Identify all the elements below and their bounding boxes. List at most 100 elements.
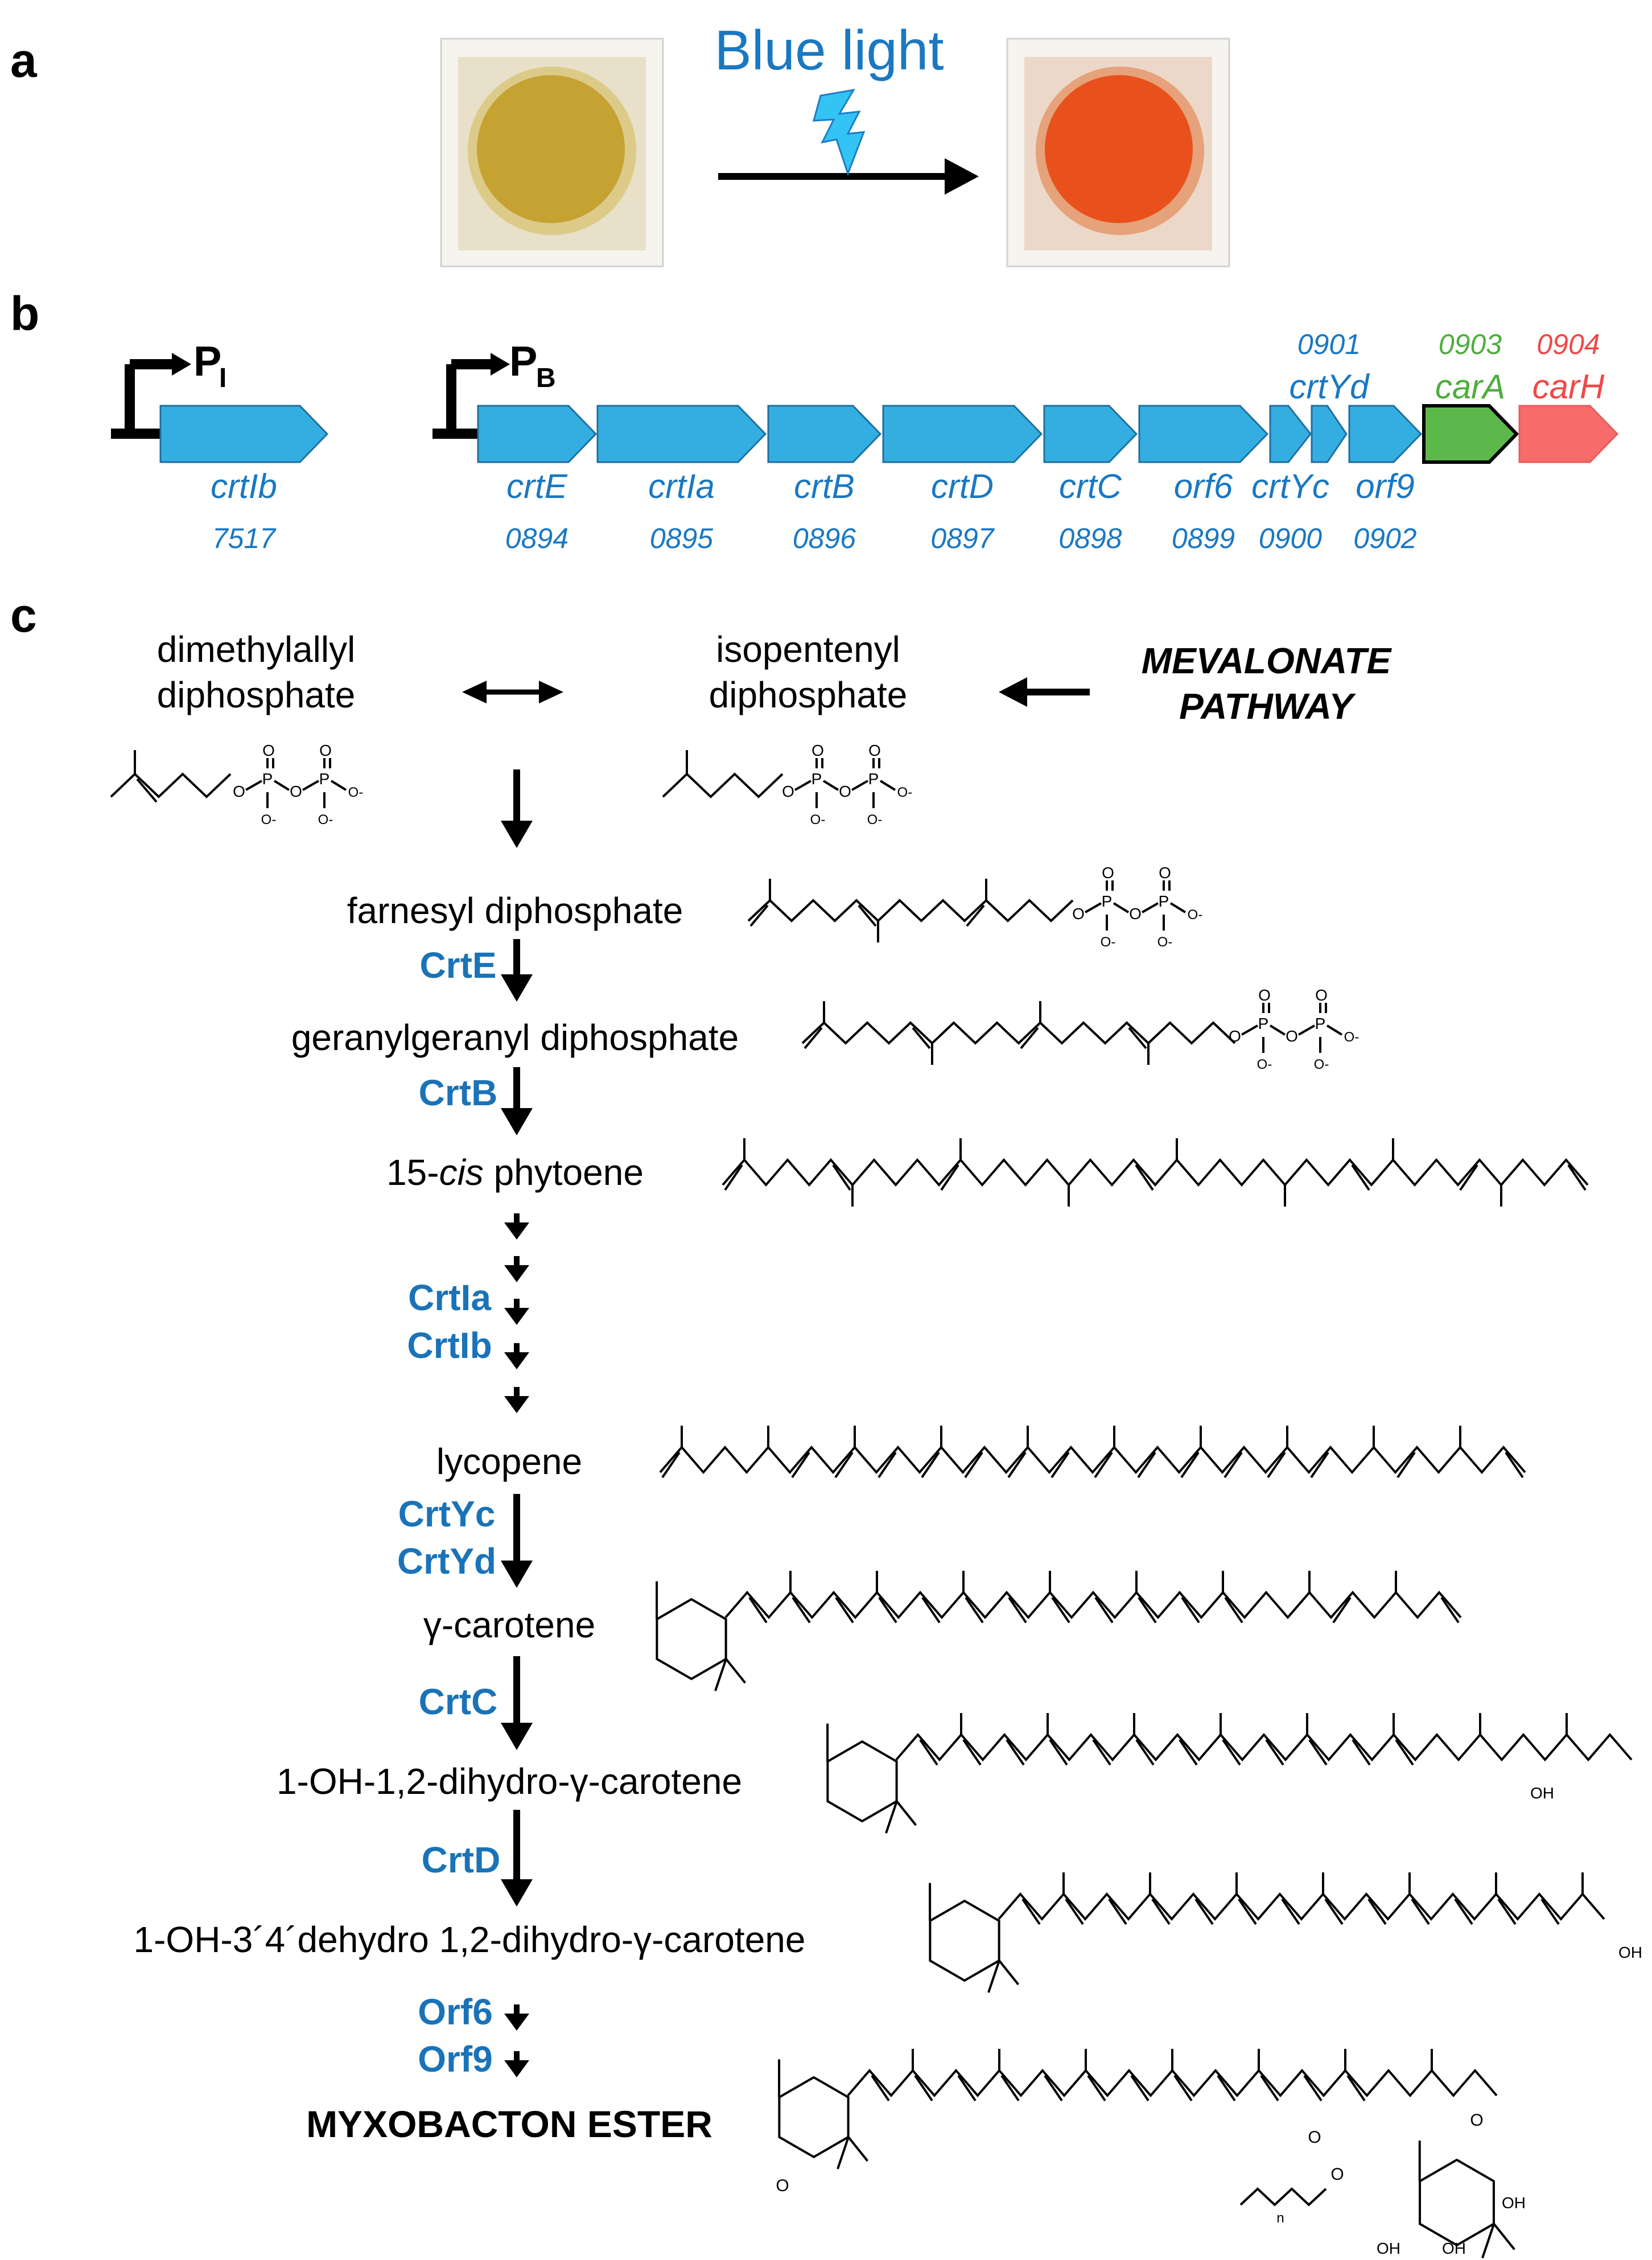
double-bond	[919, 1739, 938, 1766]
lightning-bolt-icon	[813, 88, 866, 176]
ipp-name-line1: isopentenyl	[716, 629, 900, 670]
blue-light-arrow	[718, 158, 979, 195]
isomerase-double-arrow	[462, 681, 563, 703]
lycopene-chain	[659, 1445, 1526, 1475]
double-bond	[878, 1451, 897, 1479]
double-bond	[832, 1164, 851, 1191]
double-bond	[136, 778, 158, 803]
svg-text:P: P	[1258, 1015, 1269, 1032]
dehydro-carotene-oh: OH	[1618, 1944, 1642, 1961]
svg-text:O-: O-	[1101, 935, 1116, 950]
double-bond	[957, 2074, 977, 2102]
svg-text:O: O	[262, 742, 275, 759]
arrow-desaturase-4	[504, 1343, 529, 1369]
compound-name-phytoene: 15-cis phytoene	[386, 1152, 644, 1193]
svg-text:P: P	[1315, 1015, 1326, 1032]
panel-c-label: c	[10, 588, 37, 642]
dmapp-name-line1: dimethylallyl	[157, 629, 356, 670]
gene-arrow-crtia	[596, 405, 767, 463]
gene-arrow-crtyc	[1269, 405, 1312, 463]
gene-arrow-crtb	[767, 405, 882, 463]
ipp-name-line2: diphosphate	[709, 674, 908, 715]
double-bond	[1128, 1027, 1147, 1049]
hydroxy-carotene-oh: OH	[1530, 1784, 1554, 1802]
double-bond	[1238, 1898, 1257, 1925]
svg-text:O: O	[290, 783, 302, 800]
svg-text:O-: O-	[1344, 1030, 1359, 1045]
panel-a-label: a	[10, 34, 38, 87]
compound-name-gamma-carotene: γ-carotene	[423, 1604, 595, 1645]
fatty-acid-n: n	[1276, 2210, 1284, 2226]
svg-text:O: O	[1129, 905, 1142, 923]
double-bond	[834, 1451, 854, 1479]
double-bond	[858, 904, 877, 927]
svg-text:O: O	[1258, 986, 1271, 1004]
double-bond	[791, 1451, 810, 1479]
svg-text:O-: O-	[1188, 907, 1203, 923]
double-bond	[1540, 1898, 1560, 1925]
mevalonate-label-line1: MEVALONATE	[1142, 640, 1393, 681]
svg-text:P: P	[868, 770, 879, 788]
arrow-orf9	[504, 2051, 529, 2077]
svg-text:O: O	[1315, 986, 1328, 1004]
gene-name-crtd: crtD	[931, 467, 994, 505]
double-bond	[1173, 2074, 1193, 2102]
dmapp-chain	[110, 772, 232, 798]
double-bond	[1310, 1451, 1329, 1479]
double-bond	[1217, 2074, 1236, 2102]
promoter-pi-subscript: I	[219, 363, 226, 393]
hydroxy-carotene-chain	[895, 1732, 1633, 1762]
double-bond	[966, 904, 985, 927]
gene-name-orf6: orf6	[1174, 467, 1233, 505]
gene-arrow-crtd	[882, 405, 1043, 463]
double-bond	[1008, 1596, 1027, 1624]
double-bond	[965, 1596, 984, 1624]
double-bond	[1303, 2074, 1323, 2102]
gene-name-crtib: crtIb	[211, 467, 277, 505]
ester-oxygen-1: O	[1330, 2165, 1344, 2184]
double-bond	[1396, 1451, 1416, 1479]
svg-text:O: O	[319, 742, 332, 759]
glucose-ring	[1419, 2158, 1495, 2247]
double-bond	[1087, 2074, 1106, 2102]
double-bond	[749, 904, 769, 927]
colony-light-photo	[1006, 38, 1230, 267]
arrow-crtc	[501, 1656, 533, 1750]
svg-text:P: P	[319, 770, 330, 788]
double-bond	[1411, 1898, 1430, 1925]
gene-arrow-cara	[1422, 404, 1519, 464]
enzyme-label-crtib: CrtIb	[407, 1325, 492, 1366]
double-bond	[1454, 1898, 1473, 1925]
svg-text:O: O	[1102, 864, 1114, 882]
double-bond	[914, 2074, 933, 2102]
double-bond	[1065, 1898, 1084, 1925]
arrow-crtb	[501, 1067, 533, 1135]
gene-arrow-orf9	[1348, 405, 1423, 463]
double-bond	[1267, 1451, 1286, 1479]
arrow-orf6	[504, 2004, 529, 2031]
double-bond	[1051, 1596, 1070, 1624]
gene-name-crtb: crtB	[794, 467, 855, 505]
myxobacton-glycoside-oxygen: O	[1470, 2111, 1483, 2130]
enzyme-label-crtia: CrtIa	[408, 1277, 491, 1318]
double-bond	[1497, 1898, 1517, 1925]
svg-text:O-: O-	[897, 785, 913, 800]
double-bond	[1138, 1596, 1157, 1624]
gene-arrow-crtib	[159, 405, 329, 463]
double-bond	[1006, 1739, 1025, 1766]
gene-id-0898: 0898	[1058, 522, 1122, 554]
double-bond	[1194, 1898, 1214, 1925]
svg-text:P: P	[1102, 892, 1113, 910]
gene-arrow-crte	[477, 405, 598, 463]
arrow-crte	[501, 939, 533, 1002]
svg-text:O: O	[839, 783, 851, 800]
arrow-crtd	[501, 1810, 533, 1907]
promoter-pb-label: P	[509, 337, 537, 385]
compound-name-farnesyl-diphosphate: farnesyl diphosphate	[347, 890, 683, 931]
svg-text:O: O	[782, 783, 794, 800]
promoter-pi-label: P	[193, 337, 221, 385]
colony-dark-photo	[440, 38, 664, 267]
